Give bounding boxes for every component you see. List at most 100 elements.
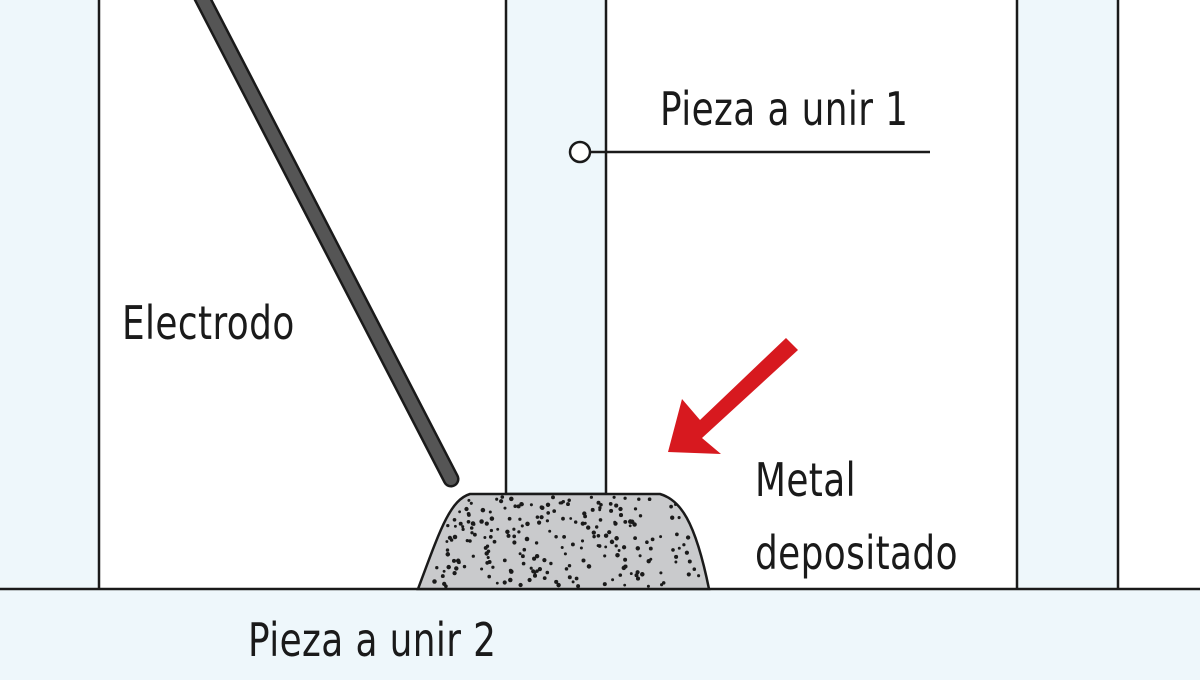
- weld-dot: [508, 577, 513, 583]
- weld-dot: [613, 521, 618, 526]
- weld-dot: [464, 506, 469, 512]
- weld-dot: [567, 575, 572, 580]
- weld-dot: [535, 515, 540, 519]
- weld-dot: [582, 511, 587, 516]
- weld-dot: [586, 564, 592, 569]
- weld-dot: [442, 581, 447, 587]
- weld-dot: [529, 503, 533, 507]
- weld-dot: [446, 523, 450, 528]
- weld-dot: [483, 545, 488, 550]
- label-metal: Metal: [755, 453, 857, 507]
- weld-dot: [446, 564, 451, 570]
- weld-dot: [623, 519, 628, 524]
- weld-dot: [564, 567, 569, 571]
- weld-bead-dots: [432, 495, 701, 589]
- weld-dot: [583, 521, 587, 525]
- weld-dot: [542, 558, 547, 563]
- weld-dot: [603, 554, 607, 558]
- weld-dot: [442, 569, 446, 573]
- weld-dot: [687, 559, 692, 564]
- weld-dot: [569, 517, 573, 520]
- weld-dot: [674, 503, 677, 506]
- weld-dot: [534, 554, 540, 559]
- weld-dot: [614, 544, 618, 548]
- weld-dot: [545, 570, 550, 575]
- weld-dot: [684, 550, 690, 555]
- weld-dot: [487, 574, 492, 579]
- weld-dot: [549, 561, 553, 566]
- weld-dot: [506, 533, 511, 538]
- weld-dot: [484, 551, 489, 556]
- weld-dot: [488, 535, 493, 539]
- weld-dot: [522, 547, 527, 552]
- weld-dot: [560, 546, 564, 549]
- weld-dot: [520, 524, 524, 528]
- weld-dot: [469, 501, 473, 505]
- weld-dot: [562, 535, 566, 539]
- weld-dot: [609, 508, 614, 513]
- weld-dot: [451, 558, 457, 563]
- weld-dot: [521, 561, 526, 566]
- weld-dot: [576, 584, 581, 589]
- weld-dot: [535, 569, 539, 573]
- weld-dot: [629, 572, 633, 576]
- weld-dot: [534, 541, 539, 545]
- weld-dot: [495, 581, 499, 585]
- weld-dot: [677, 546, 681, 550]
- weld-dot: [483, 536, 487, 539]
- weld-dot: [479, 519, 484, 524]
- weld-dot: [453, 524, 457, 528]
- weld-dot: [517, 530, 521, 534]
- background-panel: [100, 0, 1118, 590]
- weld-dot: [669, 504, 673, 509]
- weld-dot: [692, 567, 697, 571]
- weld-dot: [677, 516, 681, 520]
- label-pieza-a-unir-1: Pieza a unir 1: [660, 82, 909, 136]
- weld-dot: [487, 560, 492, 564]
- weld-dot: [638, 554, 642, 558]
- leader-dot: [568, 140, 592, 164]
- weld-dot: [452, 534, 458, 540]
- weld-dot: [567, 498, 571, 502]
- weld-dot: [635, 570, 640, 575]
- weld-dot: [532, 573, 538, 578]
- weld-dot: [489, 528, 494, 533]
- label-electrodo: Electrodo: [122, 296, 295, 350]
- left-wall: [0, 0, 101, 592]
- base-plate-pieza-2: [0, 587, 1200, 680]
- weld-dot: [596, 533, 601, 538]
- weld-dot: [563, 552, 567, 556]
- weld-dot: [596, 500, 601, 505]
- weld-dot: [461, 527, 465, 532]
- weld-dot: [614, 536, 619, 541]
- weld-dot: [548, 529, 552, 533]
- weld-dot: [617, 549, 621, 552]
- weld-dot: [445, 548, 450, 552]
- weld-dot: [516, 504, 521, 509]
- weld-dot: [685, 535, 691, 540]
- weld-dot: [647, 497, 652, 502]
- weld-dot: [480, 567, 484, 571]
- weld-dot: [633, 536, 637, 540]
- weld-dot: [608, 502, 613, 506]
- weld-dot: [659, 535, 663, 539]
- weld-dot: [674, 554, 679, 559]
- weld-dot: [495, 497, 499, 501]
- weld-dot: [513, 504, 517, 508]
- weld-dot: [589, 495, 594, 499]
- weld-dot: [542, 576, 547, 580]
- vertical-plate-pieza-1: [504, 0, 608, 496]
- weld-dot: [554, 534, 558, 539]
- weld-dot: [545, 519, 550, 523]
- right-wall: [1015, 0, 1120, 592]
- label-pieza-a-unir-2: Pieza a unir 2: [248, 613, 497, 667]
- weld-dot: [518, 517, 522, 521]
- weld-dot: [500, 495, 505, 499]
- weld-dot: [480, 507, 486, 513]
- weld-dot: [686, 572, 691, 577]
- weld-dot: [646, 584, 650, 588]
- weld-dot: [635, 546, 641, 551]
- weld-dot: [597, 544, 602, 548]
- weld-dot: [539, 505, 544, 510]
- weld-dot: [590, 507, 595, 512]
